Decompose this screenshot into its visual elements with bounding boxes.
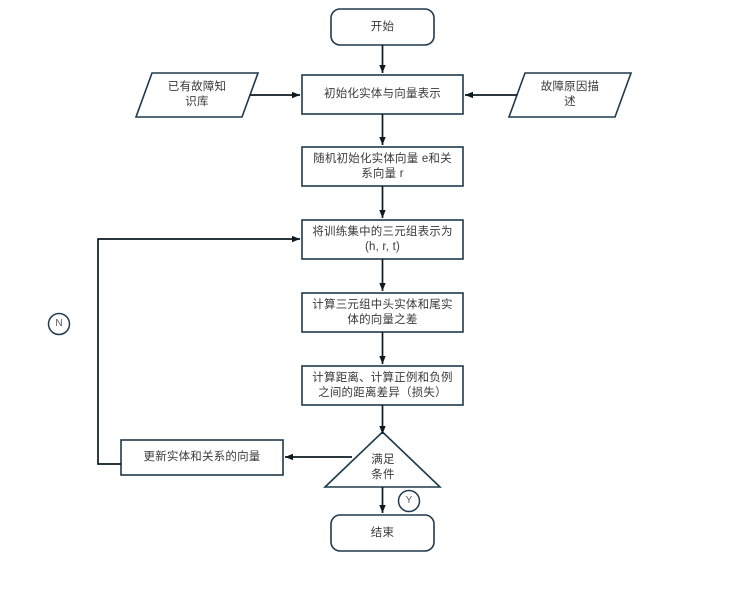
- update-node-shape[interactable]: [120, 439, 284, 476]
- loss-node-shape[interactable]: [301, 365, 464, 406]
- source-right-node-shape[interactable]: [507, 72, 633, 118]
- start-node-shape[interactable]: [330, 8, 435, 46]
- triple-node-shape[interactable]: [301, 219, 464, 260]
- connectors: [97, 45, 517, 513]
- random-init-node-shape[interactable]: [301, 146, 464, 187]
- end-node-shape[interactable]: [330, 514, 435, 552]
- source-left-node-shape[interactable]: [134, 72, 260, 118]
- branch-yes-badge-shape: [397, 489, 421, 513]
- diff-node-shape[interactable]: [301, 292, 464, 333]
- branch-no-label: N: [55, 318, 63, 329]
- branch-yes-label: Y: [405, 495, 413, 506]
- connector-update-to-triple: [97, 235, 300, 465]
- init-node-shape[interactable]: [301, 74, 464, 115]
- decision-node-shape[interactable]: [323, 430, 442, 488]
- branch-no-badge-shape: [47, 312, 71, 336]
- node-shapes: [47, 8, 633, 552]
